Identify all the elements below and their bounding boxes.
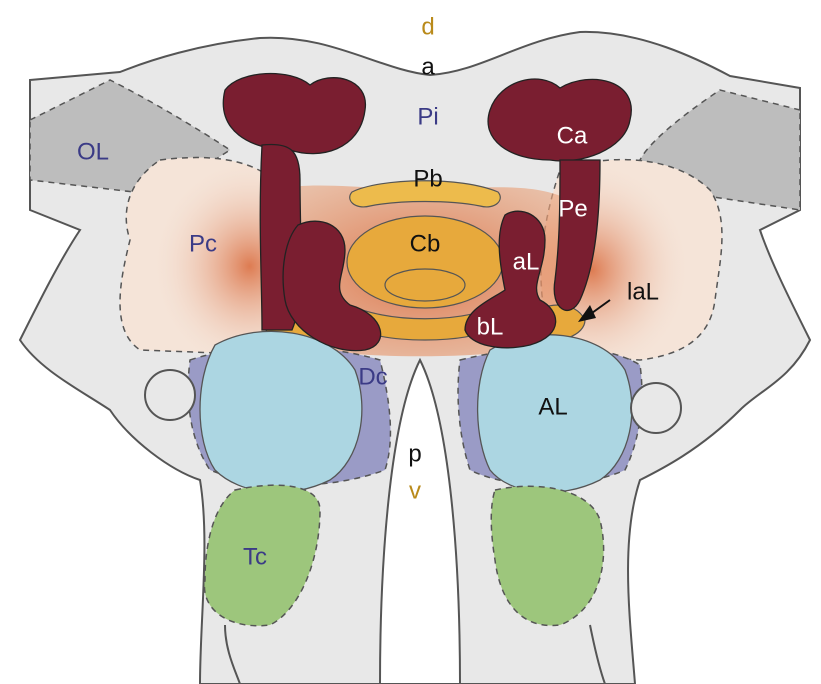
- region-label-ca: Ca: [557, 122, 588, 149]
- region-label-antennal-lobe: AL: [538, 393, 567, 420]
- axis-label-anterior: a: [421, 53, 435, 80]
- region-label-pi: Pi: [417, 103, 438, 130]
- noduli: [385, 269, 465, 301]
- antennal-nerve-left: [145, 370, 195, 420]
- region-label-ol: OL: [77, 138, 109, 165]
- region-label-pc: Pc: [189, 230, 217, 257]
- region-label-lal: laL: [627, 278, 659, 305]
- region-label-bl: bL: [477, 313, 504, 340]
- region-label-pe: Pe: [558, 195, 587, 222]
- region-label-al-lobe: aL: [513, 248, 540, 275]
- axis-label-posterior: p: [408, 440, 421, 467]
- region-label-dc: Dc: [358, 363, 387, 390]
- antennal-nerve-right: [631, 383, 681, 433]
- region-label-pb: Pb: [413, 165, 442, 192]
- axis-label-ventral: v: [409, 477, 421, 504]
- axis-label-dorsal: d: [421, 13, 434, 40]
- antennal-lobe-left: [200, 331, 362, 492]
- region-label-tc: Tc: [243, 543, 267, 570]
- region-label-cb: Cb: [410, 230, 441, 257]
